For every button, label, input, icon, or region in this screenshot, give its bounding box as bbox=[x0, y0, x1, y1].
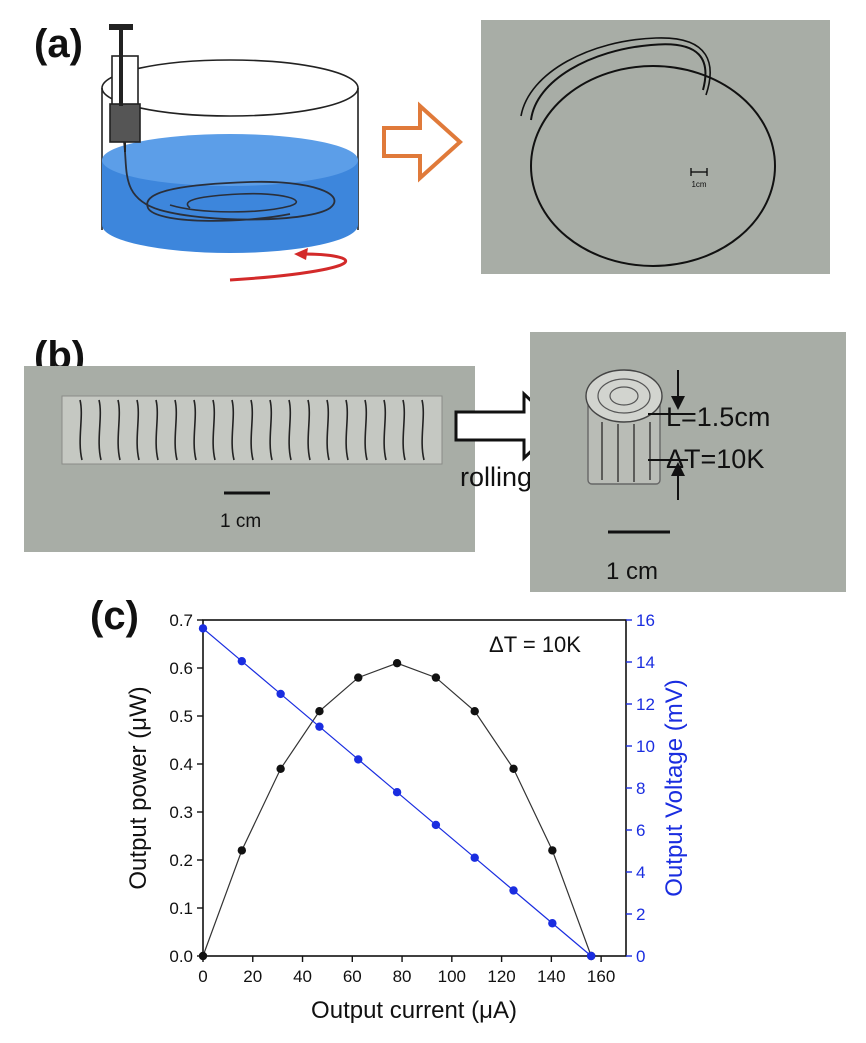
power-point bbox=[470, 707, 479, 716]
te-leg bbox=[383, 399, 387, 461]
voltage-point bbox=[237, 656, 247, 666]
y-left-tick-label: 0.2 bbox=[169, 851, 193, 870]
voltage-point bbox=[392, 788, 402, 797]
y-right-tick-label: 0 bbox=[636, 947, 645, 966]
x-tick-label: 40 bbox=[293, 967, 312, 986]
flat-scale-label: 1 cm bbox=[220, 511, 262, 532]
power-point bbox=[431, 673, 441, 682]
y-right-tick-label: 6 bbox=[636, 821, 645, 840]
plot-frame bbox=[202, 619, 627, 957]
te-leg bbox=[402, 399, 406, 461]
te-leg bbox=[364, 399, 368, 461]
voltage-point bbox=[470, 853, 479, 862]
x-tick-label: 100 bbox=[438, 967, 466, 986]
te-leg bbox=[250, 399, 254, 461]
voltage-point bbox=[276, 689, 285, 699]
x-axis-label: Output current (μA) bbox=[311, 997, 517, 1024]
x-tick-label: 0 bbox=[198, 967, 207, 986]
voltage-point bbox=[315, 722, 324, 731]
rolled-scale-label: 1 cm bbox=[606, 558, 659, 585]
power-series-line bbox=[202, 662, 592, 957]
te-leg bbox=[231, 399, 235, 461]
orange-right-arrow-icon bbox=[382, 101, 463, 183]
y-left-tick-label: 0.1 bbox=[169, 899, 193, 918]
power-point bbox=[548, 846, 557, 855]
flat-device-photo: 1 cm bbox=[24, 366, 475, 552]
y-left-axis-label: Output power (μW) bbox=[125, 686, 152, 889]
rolled-device-photo: L=1.5cm ΔT=10K 1 cm bbox=[530, 332, 846, 592]
te-leg bbox=[117, 399, 121, 461]
x-tick-label: 160 bbox=[587, 967, 615, 986]
y-left-tick-label: 0.0 bbox=[169, 947, 193, 966]
te-leg bbox=[155, 399, 159, 461]
voltage-point bbox=[198, 624, 208, 633]
power-point bbox=[198, 951, 208, 961]
rolling-label: rolling bbox=[460, 462, 533, 492]
y-right-tick-label: 2 bbox=[636, 905, 645, 924]
power-point bbox=[392, 659, 402, 668]
te-leg bbox=[193, 399, 197, 461]
y-right-tick-label: 14 bbox=[636, 653, 655, 672]
te-leg bbox=[136, 399, 140, 461]
voltage-point bbox=[354, 755, 363, 764]
te-leg bbox=[288, 399, 292, 461]
te-leg bbox=[307, 399, 311, 461]
te-leg bbox=[212, 399, 216, 461]
flat-device-drawing bbox=[61, 395, 443, 495]
te-leg bbox=[79, 399, 83, 461]
te-leg bbox=[269, 399, 273, 461]
power-point bbox=[509, 764, 518, 773]
te-leg bbox=[345, 399, 349, 461]
y-right-tick-label: 16 bbox=[636, 611, 655, 630]
power-point bbox=[315, 707, 324, 716]
y-right-tick-label: 4 bbox=[636, 863, 645, 882]
panel-a-label: (a) bbox=[34, 22, 83, 66]
te-leg bbox=[98, 399, 102, 461]
voltage-point bbox=[548, 919, 557, 928]
y-left-tick-label: 0.7 bbox=[169, 611, 193, 630]
y-left-tick-label: 0.5 bbox=[169, 707, 193, 726]
power-point bbox=[276, 764, 285, 773]
x-tick-label: 80 bbox=[393, 967, 412, 986]
y-right-tick-label: 10 bbox=[636, 737, 655, 756]
y-right-tick-label: 12 bbox=[636, 695, 655, 714]
beaker-illustration bbox=[101, 24, 359, 282]
voltage-point bbox=[509, 886, 518, 895]
y-left-tick-label: 0.6 bbox=[169, 659, 193, 678]
y-left-tick-label: 0.3 bbox=[169, 803, 193, 822]
voltage-point bbox=[431, 820, 441, 830]
voltage-point bbox=[586, 951, 596, 961]
fiber-loop-drawing: 1cm bbox=[520, 37, 776, 267]
loop-scale-label: 1cm bbox=[691, 180, 706, 189]
y-right-tick-label: 8 bbox=[636, 779, 645, 798]
x-tick-label: 20 bbox=[243, 967, 262, 986]
x-tick-label: 60 bbox=[343, 967, 362, 986]
te-leg bbox=[421, 399, 425, 461]
panel-c-label: (c) bbox=[90, 594, 139, 638]
length-label: L=1.5cm bbox=[666, 402, 771, 432]
te-leg bbox=[174, 399, 178, 461]
power-point bbox=[354, 673, 363, 682]
power-point bbox=[237, 846, 247, 855]
te-leg bbox=[326, 399, 330, 461]
x-tick-label: 120 bbox=[487, 967, 515, 986]
y-right-axis-label: Output Voltage (mV) bbox=[661, 679, 688, 896]
delta-t-label: ΔT=10K bbox=[666, 444, 765, 474]
y-left-tick-label: 0.4 bbox=[169, 755, 193, 774]
x-tick-label: 140 bbox=[537, 967, 565, 986]
delta-t-annotation: ΔT = 10K bbox=[489, 632, 581, 657]
fiber-loop-photo: 1cm bbox=[481, 20, 830, 274]
rolled-device-drawing bbox=[585, 369, 688, 534]
